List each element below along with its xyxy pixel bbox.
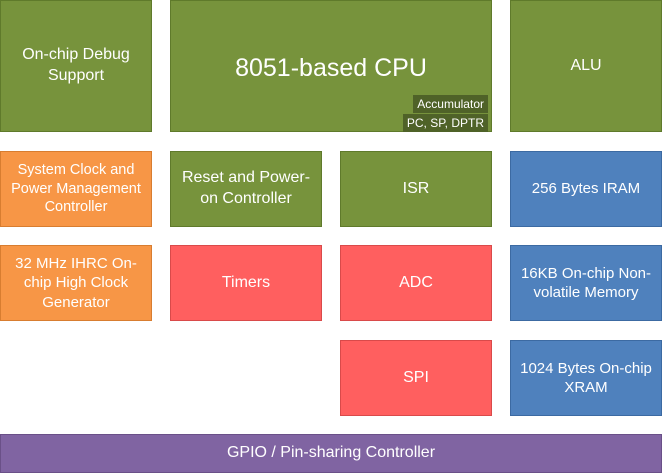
adc-label: ADC: [399, 273, 433, 291]
timers-block: Timers: [170, 245, 322, 321]
ihrc-block: 32 MHz IHRC On-chip High Clock Generator: [0, 245, 152, 321]
registers-tag: PC, SP, DPTR: [402, 114, 488, 132]
spi-label: SPI: [403, 368, 429, 386]
cpu-title: 8051-based CPU: [235, 54, 427, 82]
isr-block: ISR: [340, 151, 492, 227]
spi-block: SPI: [340, 340, 492, 416]
system-clock-label: System Clock and Power Management Contro…: [11, 161, 141, 216]
debug-support-block: On-chip Debug Support: [0, 0, 152, 132]
gpio-controller-bar: GPIO / Pin-sharing Controller: [0, 434, 662, 473]
iram-block: 256 Bytes IRAM: [510, 151, 662, 227]
isr-label: ISR: [402, 179, 430, 197]
nvm-block: 16KB On-chip Non-volatile Memory: [510, 245, 662, 321]
system-clock-block: System Clock and Power Management Contro…: [0, 151, 152, 227]
alu-block: ALU: [510, 0, 662, 132]
alu-label: ALU: [570, 56, 602, 74]
ihrc-label: 32 MHz IHRC On-chip High Clock Generator: [15, 254, 137, 311]
debug-support-label: On-chip Debug Support: [22, 46, 130, 84]
adc-block: ADC: [340, 245, 492, 321]
reset-controller-block: Reset and Power-on Controller: [170, 151, 322, 227]
iram-label: 256 Bytes IRAM: [531, 180, 641, 198]
accumulator-tag: Accumulator: [413, 95, 488, 113]
gpio-controller-label: GPIO / Pin-sharing Controller: [226, 444, 436, 462]
timers-label: Timers: [221, 273, 271, 291]
cpu-block: 8051-based CPU Accumulator PC, SP, DPTR: [170, 0, 492, 132]
reset-controller-label: Reset and Power-on Controller: [181, 169, 311, 207]
nvm-label: 16KB On-chip Non-volatile Memory: [520, 264, 652, 302]
xram-block: 1024 Bytes On-chip XRAM: [510, 340, 662, 416]
xram-label: 1024 Bytes On-chip XRAM: [520, 359, 652, 397]
